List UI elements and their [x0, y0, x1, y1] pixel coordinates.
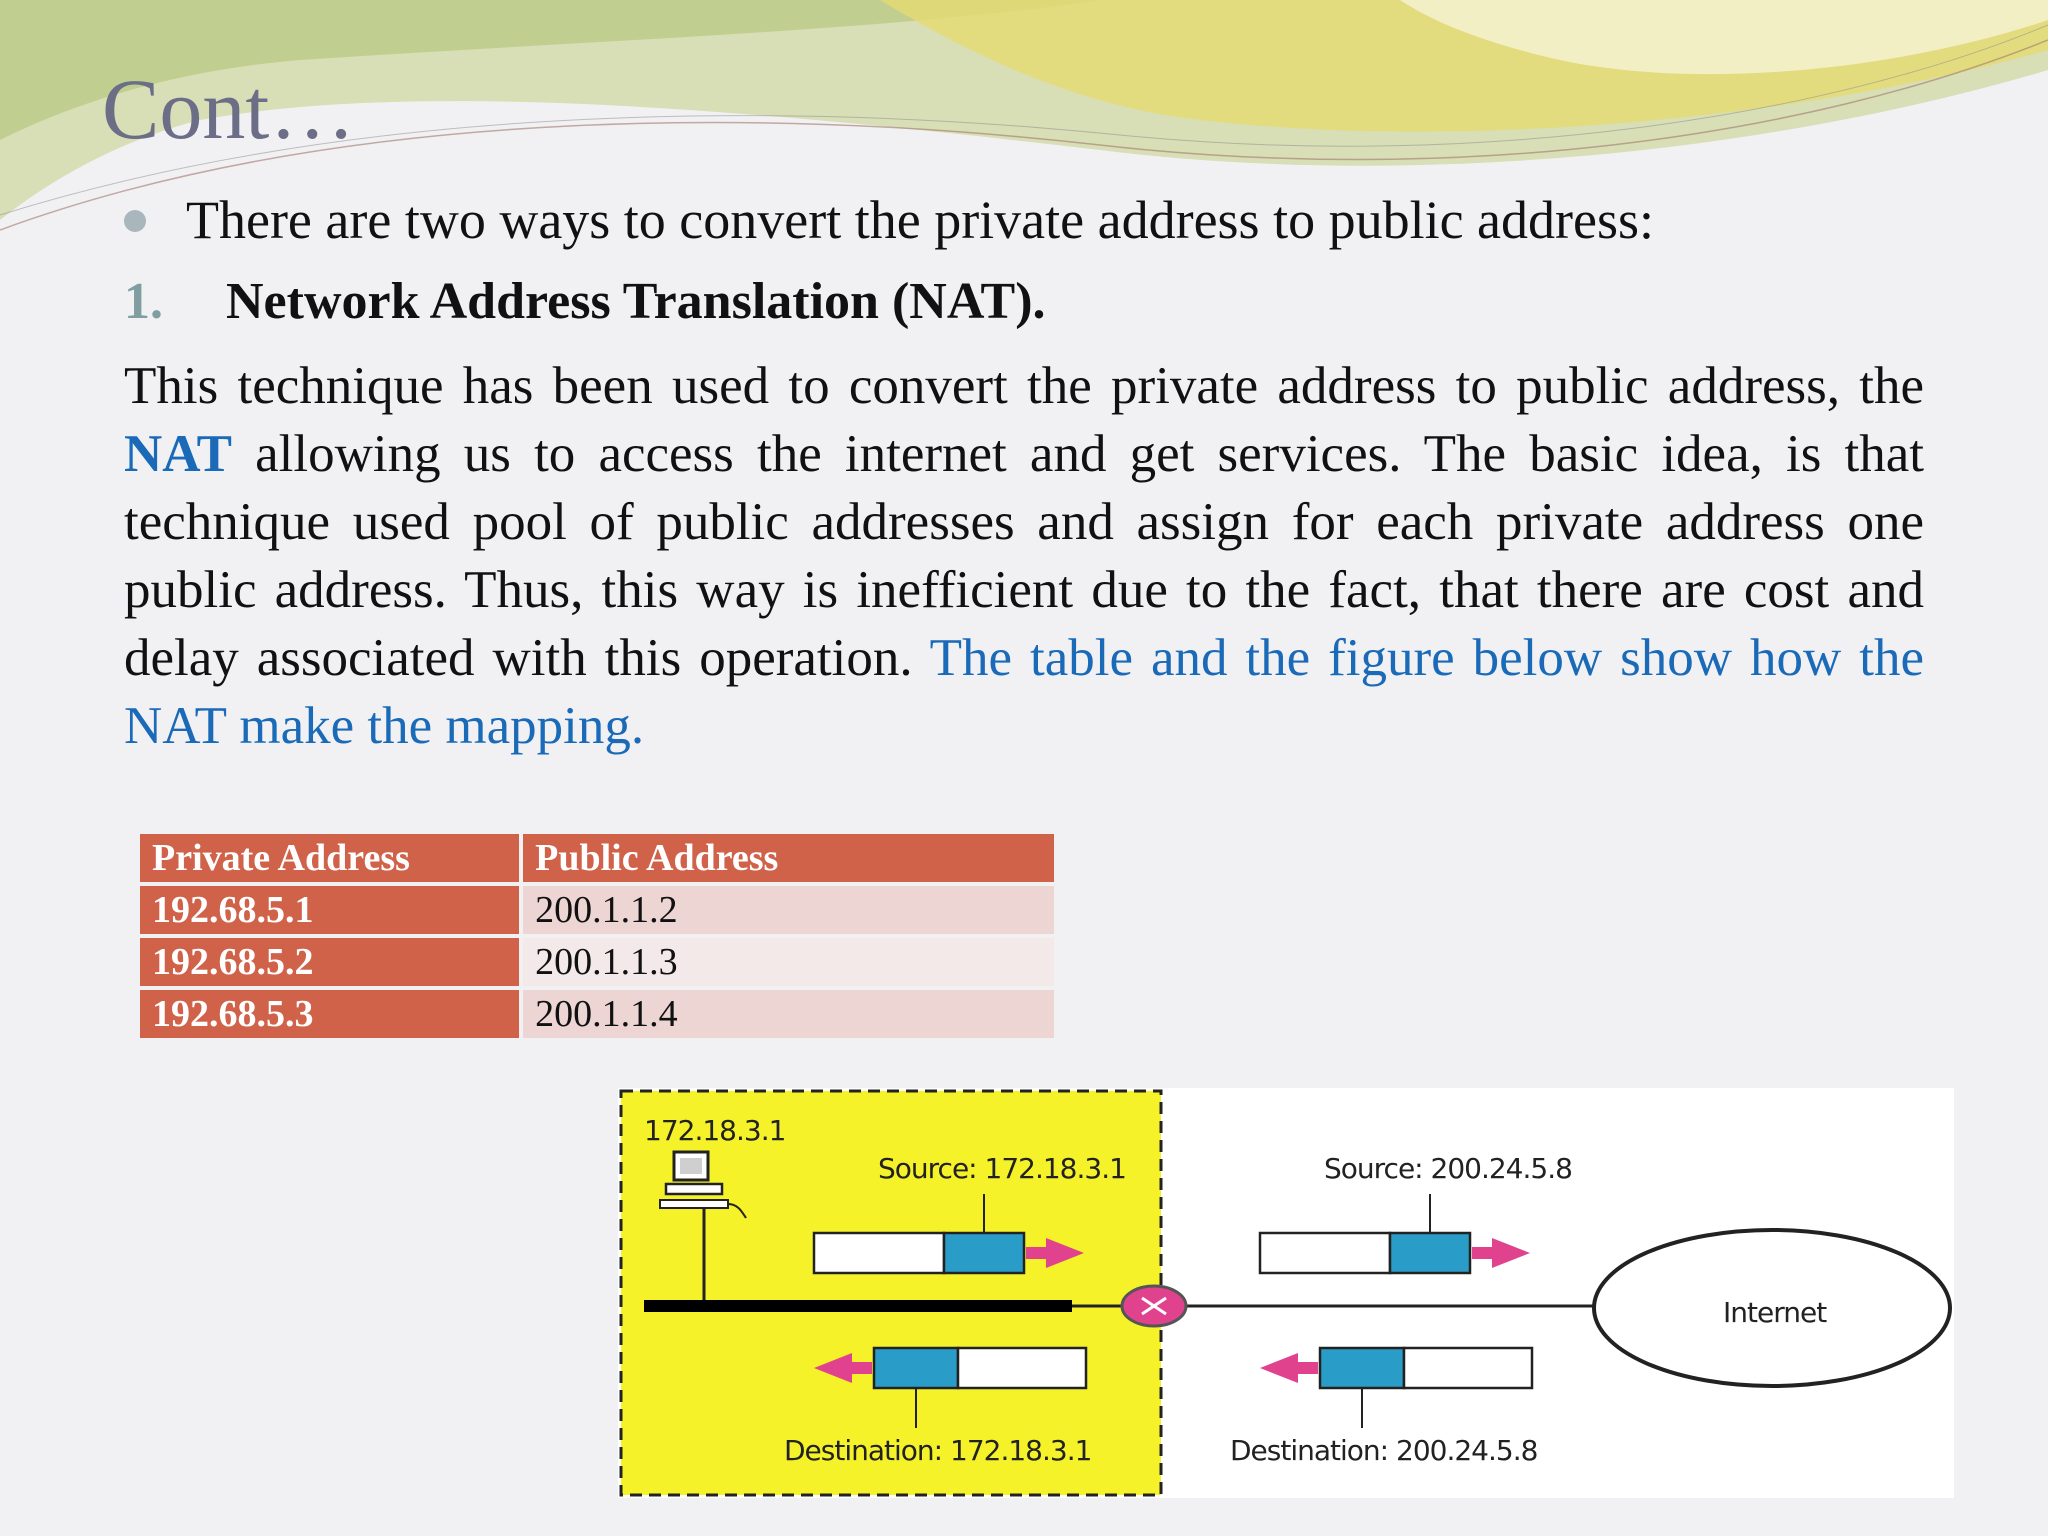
- internet-label: Internet: [1723, 1296, 1827, 1329]
- outgoing-private-source-label: Source: 172.18.3.1: [878, 1152, 1127, 1185]
- paragraph-text-2: allowing us to access the internet and g…: [124, 425, 1924, 687]
- body-paragraph: This technique has been used to convert …: [124, 352, 1924, 760]
- paragraph-nat-keyword: NAT: [124, 425, 232, 483]
- lan-bus: [644, 1300, 1072, 1312]
- table-cell-public: 200.1.1.3: [523, 938, 1054, 986]
- outgoing-public-source-label: Source: 200.24.5.8: [1324, 1152, 1573, 1185]
- paragraph-highlight: The table and the figure below show how …: [124, 629, 1924, 755]
- incoming-public-packet: [1260, 1346, 1534, 1428]
- table-row: 192.68.5.1 200.1.1.2: [140, 886, 1054, 934]
- incoming-private-destination-label: Destination: 172.18.3.1: [784, 1434, 1092, 1467]
- bullet-text: There are two ways to convert the privat…: [186, 190, 1654, 250]
- table-row: 192.68.5.2 200.1.1.3: [140, 938, 1054, 986]
- incoming-public-destination-label: Destination: 200.24.5.8: [1230, 1434, 1538, 1467]
- host-address-label: 172.18.3.1: [644, 1114, 786, 1147]
- outgoing-public-packet: [1258, 1194, 1530, 1275]
- table-cell-private: 192.68.5.1: [140, 886, 520, 934]
- incoming-private-packet: [814, 1346, 1088, 1428]
- computer-icon: [659, 1150, 747, 1306]
- table-cell-public: 200.1.1.4: [523, 990, 1054, 1038]
- internet-cloud: [1592, 1228, 1952, 1388]
- table-header-row: Private Address Public Address: [140, 834, 1054, 882]
- numbered-item-marker: 1.: [124, 273, 163, 330]
- private-site-area: [619, 1089, 1163, 1497]
- nat-diagram: 172.18.3.1 Source: 172.18.3.1 Source: 20…: [618, 1088, 1954, 1498]
- outgoing-private-packet: [812, 1194, 1084, 1275]
- table-header-private: Private Address: [140, 834, 520, 882]
- numbered-item-heading: Network Address Translation (NAT).: [226, 273, 1046, 330]
- bullet-icon: [124, 210, 146, 232]
- table-header-public: Public Address: [523, 834, 1054, 882]
- slide-title: Cont…: [102, 61, 356, 157]
- router-icon: [1120, 1284, 1188, 1328]
- table-cell-private: 192.68.5.3: [140, 990, 520, 1038]
- table-cell-public: 200.1.1.2: [523, 886, 1054, 934]
- nat-diagram-graphic: [618, 1088, 1954, 1498]
- header-swoosh-decoration: [0, 0, 2048, 231]
- paragraph-text-1: This technique has been used to convert …: [124, 357, 1924, 415]
- table-cell-private: 192.68.5.2: [140, 938, 520, 986]
- table-row: 192.68.5.3 200.1.1.4: [140, 990, 1054, 1038]
- nat-mapping-table: Private Address Public Address 192.68.5.…: [136, 830, 1058, 1042]
